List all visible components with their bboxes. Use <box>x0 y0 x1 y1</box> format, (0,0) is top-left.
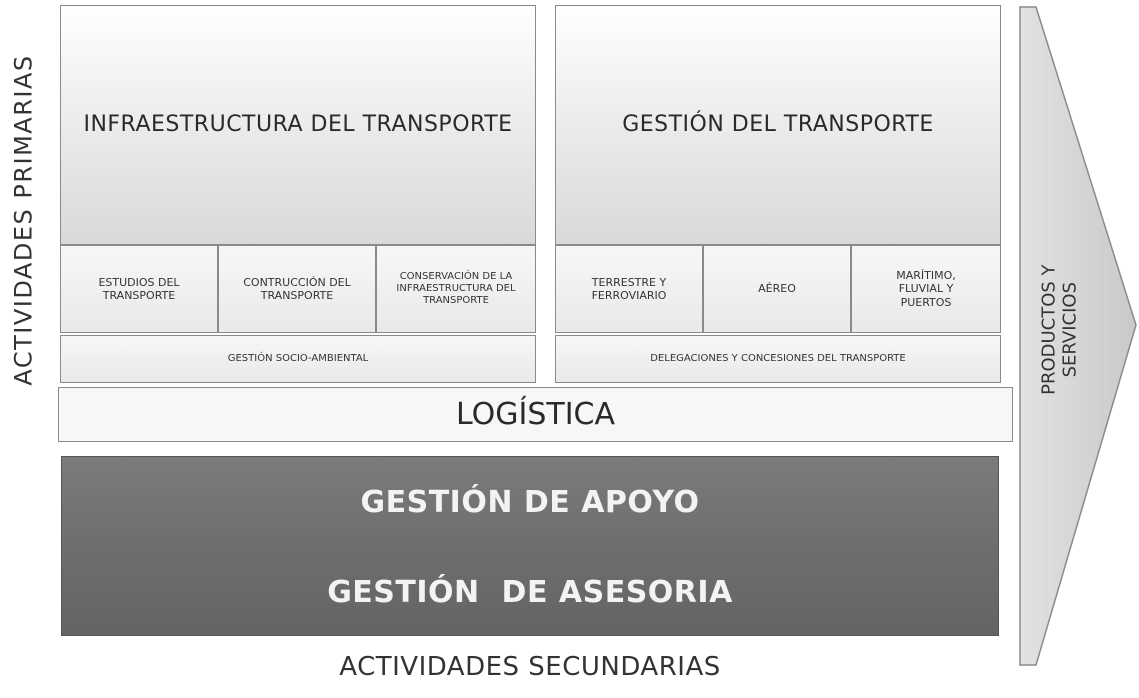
gestion-sub-maritimo: MARÍTIMO, FLUVIAL Y PUERTOS <box>851 245 1001 333</box>
asesoria-row: GESTIÓN DE ASESORIA <box>62 563 998 623</box>
infra-footer: GESTIÓN SOCIO-AMBIENTAL <box>60 335 536 383</box>
secondary-activities-label: ACTIVIDADES SECUNDARIAS <box>61 646 999 690</box>
gestion-title: GESTIÓN DEL TRANSPORTE <box>622 111 934 137</box>
infra-sub-conservacion: CONSERVACIÓN DE LA INFRAESTRUCTURA DEL T… <box>376 245 536 333</box>
gestion-title-box: GESTIÓN DEL TRANSPORTE <box>555 5 1001 245</box>
products-label: PRODUCTOS Y SERVICIOS <box>1038 264 1081 396</box>
asesoria-label: GESTIÓN DE ASESORIA <box>327 575 733 610</box>
gestion-sub-terrestre: TERRESTRE Y FERROVIARIO <box>555 245 703 333</box>
products-label-wrap: PRODUCTOS Y SERVICIOS <box>1020 200 1100 460</box>
infra-sub-conservacion-label: CONSERVACIÓN DE LA INFRAESTRUCTURA DEL T… <box>396 271 516 306</box>
primary-activities-label: ACTIVIDADES PRIMARIAS <box>10 54 39 386</box>
products-label-line2: SERVICIOS <box>1059 282 1081 378</box>
gestion-sub-aereo: AÉREO <box>703 245 851 333</box>
gestion-footer: DELEGACIONES Y CONCESIONES DEL TRANSPORT… <box>555 335 1001 383</box>
products-arrow <box>1019 6 1137 666</box>
infra-sub-construccion: CONTRUCCIÓN DEL TRANSPORTE <box>218 245 376 333</box>
gestion-sub-maritimo-label: MARÍTIMO, FLUVIAL Y PUERTOS <box>896 269 956 309</box>
infra-sub-estudios: ESTUDIOS DEL TRANSPORTE <box>60 245 218 333</box>
gestion-sub-aereo-label: AÉREO <box>758 282 796 296</box>
infra-sub-estudios-label: ESTUDIOS DEL TRANSPORTE <box>98 275 180 302</box>
primary-activities-label-wrap: ACTIVIDADES PRIMARIAS <box>2 0 46 440</box>
logistica-box: LOGÍSTICA <box>58 387 1013 442</box>
apoyo-row: GESTIÓN DE APOYO <box>62 473 998 533</box>
support-band: GESTIÓN DE APOYO GESTIÓN DE ASESORIA <box>61 456 999 636</box>
infra-title: INFRAESTRUCTURA DEL TRANSPORTE <box>83 111 513 137</box>
secondary-activities-text: ACTIVIDADES SECUNDARIAS <box>339 652 721 683</box>
gestion-footer-label: DELEGACIONES Y CONCESIONES DEL TRANSPORT… <box>650 353 906 364</box>
infra-footer-label: GESTIÓN SOCIO-AMBIENTAL <box>227 353 369 364</box>
products-arrow-shape <box>1019 6 1137 666</box>
logistica-label: LOGÍSTICA <box>455 396 616 432</box>
infra-title-box: INFRAESTRUCTURA DEL TRANSPORTE <box>60 5 536 245</box>
products-label-line1: PRODUCTOS Y <box>1038 264 1060 396</box>
apoyo-label: GESTIÓN DE APOYO <box>360 485 700 520</box>
infra-sub-construccion-label: CONTRUCCIÓN DEL TRANSPORTE <box>243 275 351 302</box>
gestion-sub-terrestre-label: TERRESTRE Y FERROVIARIO <box>591 275 667 302</box>
